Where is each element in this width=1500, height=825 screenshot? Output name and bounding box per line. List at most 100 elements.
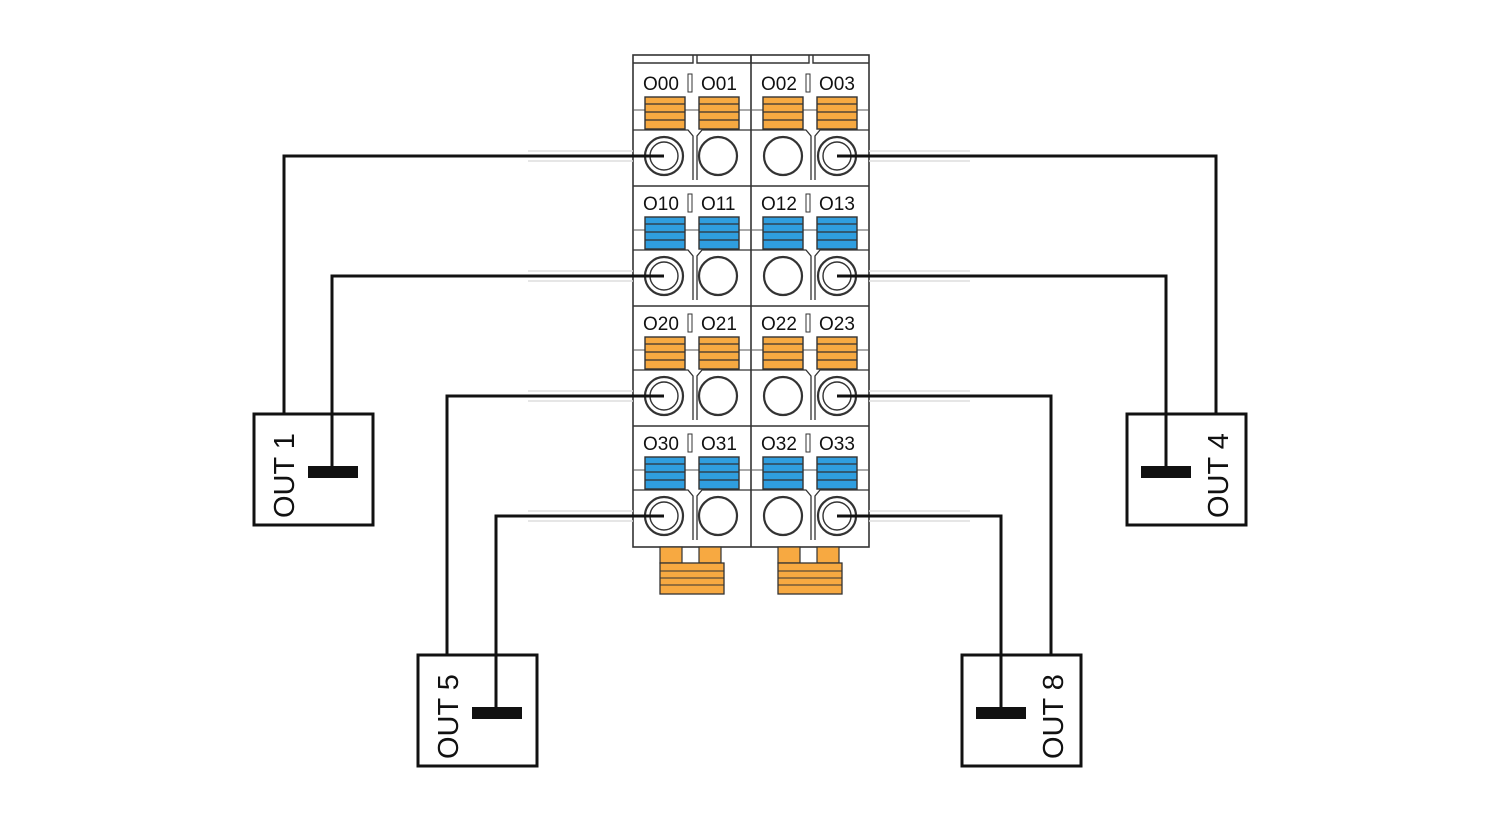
- wire-entries-row-0: [643, 135, 858, 177]
- wire-entry-O11[interactable]: [697, 255, 739, 297]
- label-separator: [805, 433, 811, 453]
- wire-entry-O01[interactable]: [697, 135, 739, 177]
- wire-entry-O22[interactable]: [762, 375, 804, 417]
- wire-entry-O31[interactable]: [697, 495, 739, 537]
- terminal-label-O20: O20: [643, 314, 679, 335]
- lever-tab: [659, 546, 683, 564]
- wire-O23-to-out8: [837, 394, 1053, 655]
- wire-entry-O12[interactable]: [762, 255, 804, 297]
- wire-O13-to-out4: [837, 274, 1168, 414]
- terminal-label-O33: O33: [819, 434, 855, 455]
- wire-O10-to-out1: [330, 274, 664, 414]
- terminal-label-O22: O22: [761, 314, 797, 335]
- pusher-O33[interactable]: [816, 456, 858, 490]
- wire-O03-to-out4: [837, 154, 1218, 414]
- locking-lever-right[interactable]: [777, 546, 843, 595]
- wires: [282, 150, 1218, 655]
- release-pushers-row-0: [644, 96, 858, 130]
- pusher-O20[interactable]: [644, 336, 686, 370]
- wire-entry-O21[interactable]: [697, 375, 739, 417]
- terminal-label-O00: O00: [643, 74, 679, 95]
- ground-bar: [472, 707, 522, 719]
- lever-grip-lines: [660, 570, 724, 586]
- lever-tab: [816, 546, 840, 564]
- pusher-O21[interactable]: [698, 336, 740, 370]
- output-out5: OUT 5: [416, 653, 539, 768]
- terminal-row-0: O00 O01 O02 O03: [633, 73, 869, 180]
- label-separator: [687, 433, 693, 453]
- pusher-O01[interactable]: [698, 96, 740, 130]
- wire-entry-guides: [528, 150, 970, 522]
- pusher-O23[interactable]: [816, 336, 858, 370]
- terminal-label-O11: O11: [701, 194, 736, 215]
- pusher-grip-lines: [645, 223, 857, 241]
- terminal-label-O12: O12: [761, 194, 797, 215]
- terminal-label-O30: O30: [643, 434, 679, 455]
- terminal-label-O02: O02: [761, 74, 797, 95]
- guide: [528, 150, 970, 162]
- pusher-O00[interactable]: [644, 96, 686, 130]
- wire-O20-to-out5: [445, 394, 664, 655]
- pusher-O02[interactable]: [762, 96, 804, 130]
- pusher-O12[interactable]: [762, 216, 804, 250]
- label-separator: [687, 73, 693, 93]
- terminal-label-O01: O01: [701, 74, 737, 95]
- terminal-block: O00 O01 O02 O03: [632, 54, 870, 595]
- terminal-label-O31: O31: [701, 434, 737, 455]
- terminal-block-top-profile: [633, 55, 869, 64]
- ground-bar: [308, 466, 358, 478]
- label-separator: [805, 313, 811, 333]
- terminal-notches: [633, 369, 869, 420]
- output-out4: OUT 4: [1125, 412, 1248, 527]
- terminal-label-O13: O13: [819, 194, 855, 215]
- pusher-O13[interactable]: [816, 216, 858, 250]
- terminal-label-O32: O32: [761, 434, 797, 455]
- ground-bar: [1141, 466, 1191, 478]
- terminal-row-2: O20 O21 O22 O23: [633, 313, 869, 420]
- terminal-label-O03: O03: [819, 74, 855, 95]
- output-out1: OUT 1: [252, 412, 375, 527]
- guide: [528, 270, 970, 282]
- pusher-O22[interactable]: [762, 336, 804, 370]
- terminal-label-O23: O23: [819, 314, 855, 335]
- ground-bar: [976, 707, 1026, 719]
- pusher-grip-lines: [645, 463, 857, 481]
- label-separator: [687, 193, 693, 213]
- label-separator: [687, 313, 693, 333]
- label-separator: [805, 73, 811, 93]
- pusher-O11[interactable]: [698, 216, 740, 250]
- wire-O30-to-out5: [494, 514, 664, 655]
- pusher-O10[interactable]: [644, 216, 686, 250]
- output-label: OUT 4: [1203, 433, 1235, 518]
- lever-tab: [698, 546, 722, 564]
- wire-O00-to-out1: [282, 154, 664, 414]
- pusher-O03[interactable]: [816, 96, 858, 130]
- release-pushers-row-3: [644, 456, 858, 490]
- terminal-notches: [633, 489, 869, 540]
- terminal-notches: [633, 129, 869, 180]
- pusher-grip-lines: [645, 103, 857, 121]
- locking-lever-left[interactable]: [659, 546, 725, 595]
- release-pushers-row-1: [644, 216, 858, 250]
- terminal-notches: [633, 249, 869, 300]
- wire-entry-O32[interactable]: [762, 495, 804, 537]
- pusher-O31[interactable]: [698, 456, 740, 490]
- output-label: OUT 1: [269, 433, 301, 518]
- output-label: OUT 5: [433, 674, 465, 759]
- pusher-grip-lines: [645, 343, 857, 361]
- output-out8: OUT 8: [960, 653, 1083, 768]
- wire-entry-O02[interactable]: [762, 135, 804, 177]
- terminal-row-3: O30 O31 O32 O33: [633, 433, 869, 540]
- wire-entries-row-2: [643, 375, 858, 417]
- label-separator: [805, 193, 811, 213]
- lever-grip-lines: [778, 570, 842, 586]
- guide: [528, 510, 970, 522]
- terminal-row-1: O10 O11 O12 O13: [633, 193, 869, 300]
- output-label: OUT 8: [1038, 674, 1070, 759]
- guide: [528, 390, 970, 402]
- pusher-O32[interactable]: [762, 456, 804, 490]
- pusher-O30[interactable]: [644, 456, 686, 490]
- terminal-label-O10: O10: [643, 194, 679, 215]
